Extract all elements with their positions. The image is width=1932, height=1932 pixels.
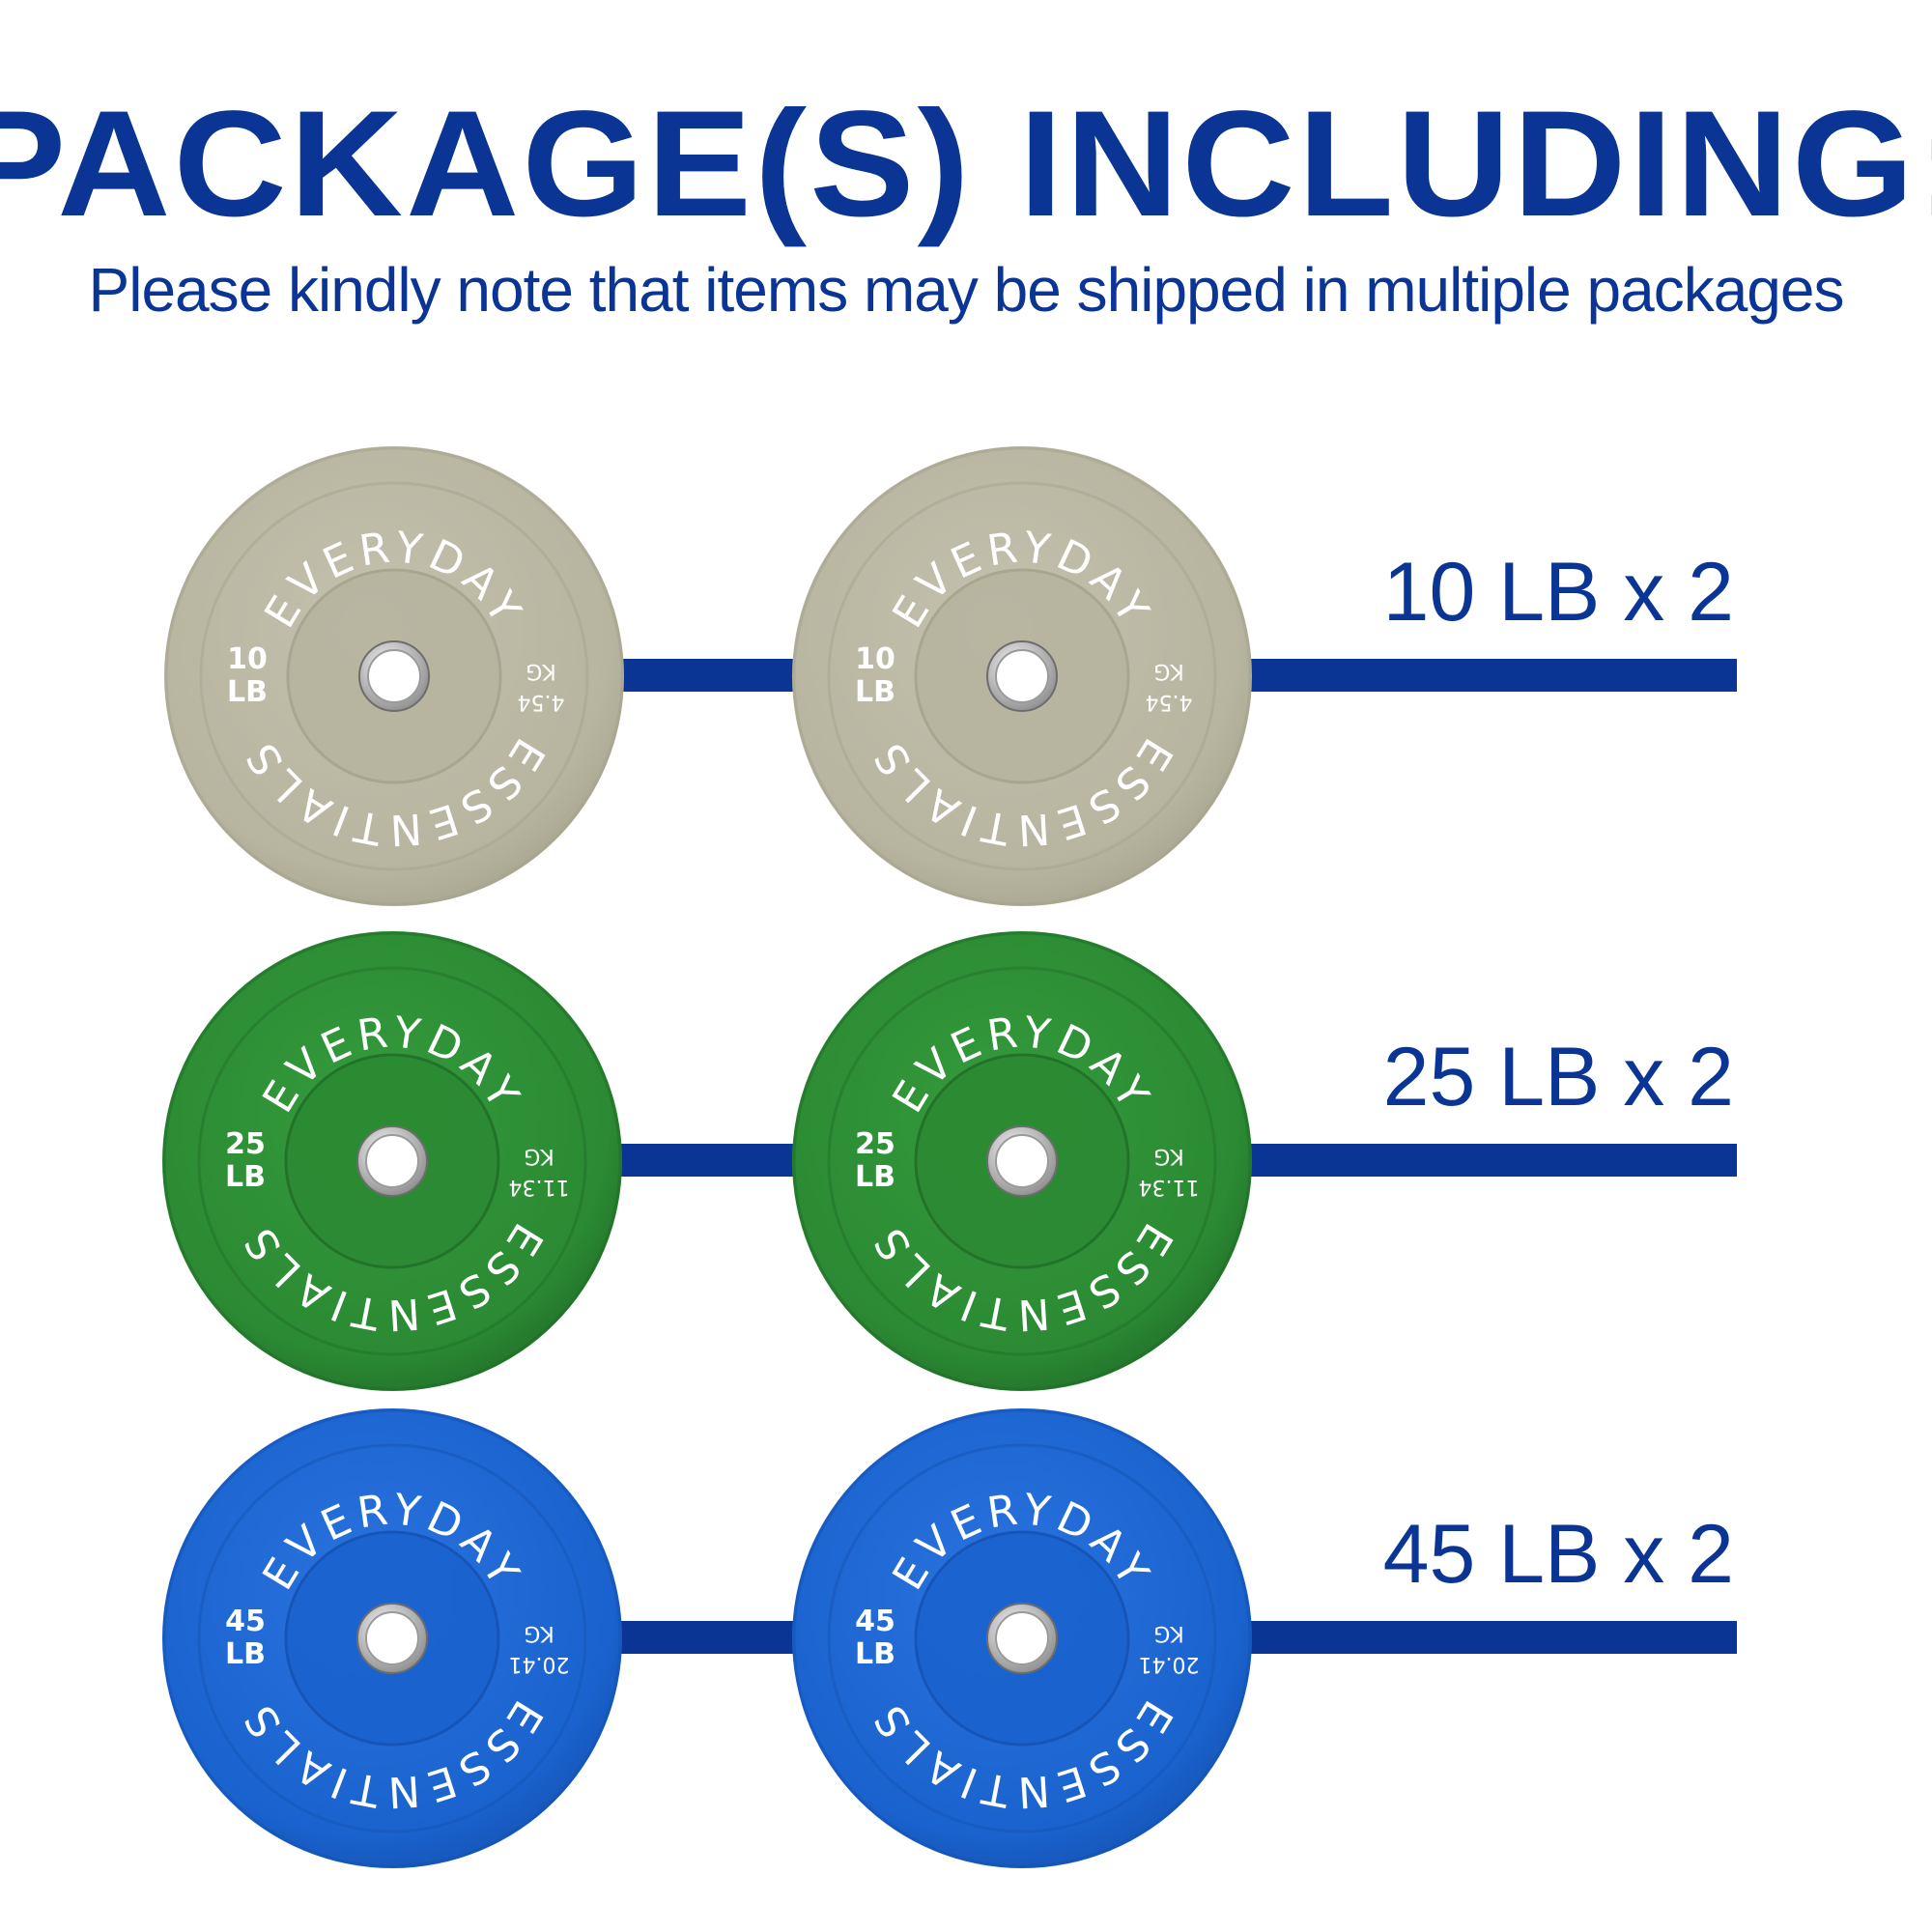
lb-value-text: 10	[227, 642, 268, 676]
kg-value-text: 4.54	[518, 690, 565, 714]
kg-value-text: 20.41	[1139, 1652, 1200, 1676]
lb-value-text: 10	[855, 642, 895, 676]
kg-value-text: 11.34	[1139, 1175, 1200, 1199]
lb-unit-text: LB	[855, 1160, 895, 1194]
kg-value-text: 4.54	[1146, 690, 1193, 714]
connector-bar	[618, 659, 811, 692]
connector-bar	[1246, 1621, 1737, 1654]
lb-value-text: 45	[225, 1605, 266, 1638]
kg-unit-text: KG	[1153, 1621, 1183, 1645]
lb-unit-text: LB	[855, 675, 895, 709]
lb-value-text: 25	[855, 1127, 895, 1161]
kg-value-text: 11.34	[509, 1175, 570, 1199]
connector-bar	[618, 1144, 811, 1177]
quantity-label: 25 LB x 2	[1382, 1031, 1734, 1123]
lb-value-text: 25	[225, 1127, 266, 1161]
lb-unit-text: LB	[227, 675, 268, 709]
connector-bar	[1246, 659, 1737, 692]
page-subtitle: Please kindly note that items may be shi…	[88, 255, 1845, 325]
kg-unit-text: KG	[524, 1144, 554, 1168]
page-title: PACKAGE(S) INCLUDING:	[0, 80, 1932, 248]
lb-unit-text: LB	[855, 1637, 895, 1671]
kg-value-text: 20.41	[509, 1652, 570, 1676]
kg-unit-text: KG	[524, 1621, 554, 1645]
lb-unit-text: LB	[225, 1160, 266, 1194]
quantity-label: 10 LB x 2	[1382, 546, 1734, 639]
kg-unit-text: KG	[1153, 1144, 1183, 1168]
connector-bar	[618, 1621, 811, 1654]
quantity-label: 45 LB x 2	[1382, 1508, 1734, 1601]
kg-unit-text: KG	[1153, 659, 1183, 683]
connector-bar	[1246, 1144, 1737, 1177]
kg-unit-text: KG	[526, 659, 555, 683]
lb-value-text: 45	[855, 1605, 895, 1638]
lb-unit-text: LB	[225, 1637, 266, 1671]
